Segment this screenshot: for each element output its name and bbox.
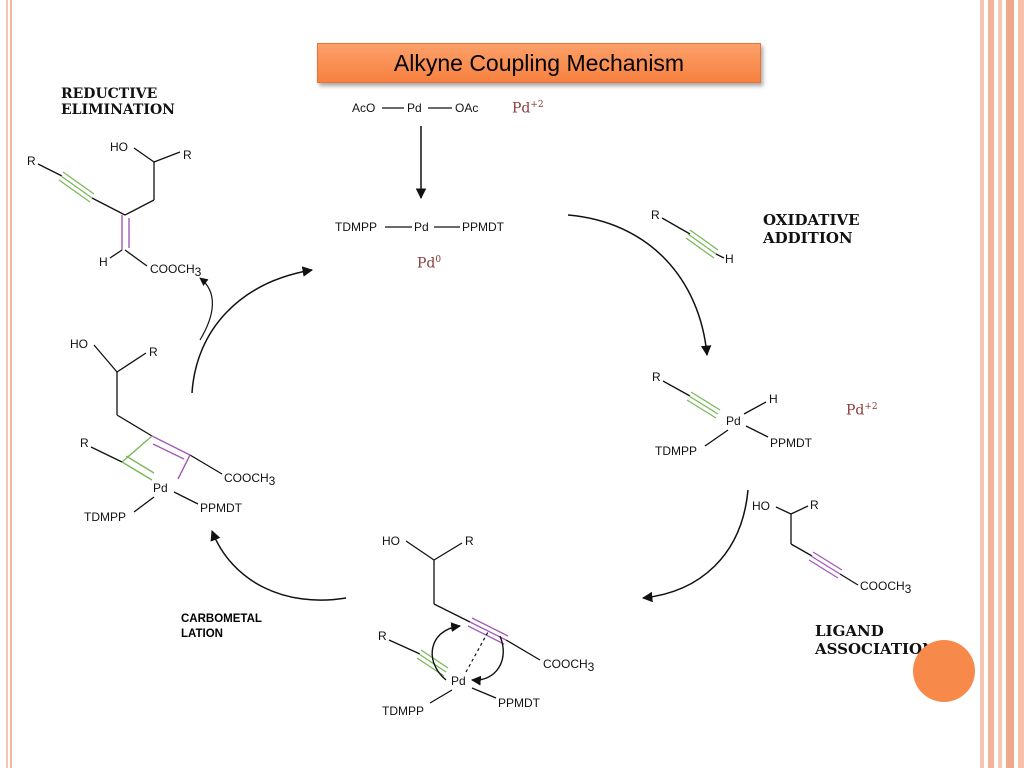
group-cooch3: COOCH3 — [224, 471, 276, 488]
ligand-tdmpp: TDMPP — [335, 220, 377, 234]
atom-r: R — [652, 370, 661, 384]
group-cooch3: COOCH3 — [860, 579, 912, 596]
curly-arrow-1 — [431, 622, 461, 681]
atom-r: R — [378, 629, 387, 643]
slide-title: Alkyne Coupling Mechanism — [317, 43, 761, 83]
vinyl-pd-intermediate: HO R COOCH3 R Pd PPMDT TDMPP — [70, 337, 276, 524]
arrow-oxidative-addition — [567, 214, 712, 357]
atom-ho: HO — [752, 499, 770, 513]
arrow-carbometalation — [210, 530, 347, 601]
atom-pd: Pd — [407, 101, 422, 115]
arrow-reductive-elimination — [191, 266, 314, 394]
atom-h: H — [725, 252, 734, 266]
atom-r: R — [465, 534, 474, 548]
atom-pd: Pd — [414, 220, 429, 234]
ligand-alkyne: HO R COOCH3 — [752, 498, 912, 596]
atom-ho: HO — [70, 337, 88, 351]
atom-oac: OAc — [455, 101, 478, 115]
atom-r: R — [27, 154, 36, 168]
atom-pd: Pd — [726, 414, 741, 428]
slide-frame-right — [978, 0, 1024, 768]
ligand-ppmdt: PPMDT — [200, 501, 243, 515]
precatalyst-molecule: AcO Pd OAc — [352, 101, 478, 115]
curly-arrow-2 — [471, 635, 504, 686]
atom-ho: HO — [110, 140, 128, 154]
atom-h: H — [99, 255, 108, 269]
atom-r: R — [183, 148, 192, 162]
slide-frame-left — [0, 0, 12, 768]
atom-r: R — [810, 498, 819, 512]
ligand-ppmdt: PPMDT — [462, 220, 505, 234]
decorative-orange-dot — [913, 640, 975, 702]
ligand-ppmdt: PPMDT — [498, 696, 541, 710]
terminal-alkyne: R H — [651, 208, 734, 266]
atom-aco: AcO — [352, 101, 375, 115]
ligand-tdmpp: TDMPP — [382, 704, 424, 718]
pd0-catalyst: TDMPP Pd PPMDT — [335, 220, 505, 234]
atom-h: H — [769, 392, 778, 406]
atom-pd: Pd — [451, 674, 466, 688]
oxidation-state-adduct: Pd+2 — [846, 402, 878, 419]
pi-complex: HO R COOCH3 R Pd PPMDT TDMPP — [378, 534, 595, 718]
arrow-ligand-association — [641, 489, 749, 603]
oxidation-state-precatalyst: Pd+2 — [512, 100, 544, 117]
atom-pd: Pd — [153, 481, 168, 495]
atom-ho: HO — [382, 534, 400, 548]
arrow-product-release — [199, 277, 213, 341]
group-cooch3: COOCH3 — [150, 262, 202, 279]
ligand-tdmpp: TDMPP — [84, 510, 126, 524]
group-cooch3: COOCH3 — [543, 657, 595, 674]
atom-r: R — [80, 436, 89, 450]
ligand-tdmpp: TDMPP — [655, 444, 697, 458]
atom-r: R — [149, 345, 158, 359]
oxidation-state-catalyst: Pd0 — [417, 255, 442, 272]
slide-frame-left-line — [6, 0, 8, 768]
atom-r: R — [651, 208, 660, 222]
enyne-product: HO R R H COOCH3 — [27, 140, 202, 279]
oxidative-adduct: R Pd H PPMDT TDMPP — [652, 370, 813, 458]
ligand-ppmdt: PPMDT — [770, 436, 813, 450]
